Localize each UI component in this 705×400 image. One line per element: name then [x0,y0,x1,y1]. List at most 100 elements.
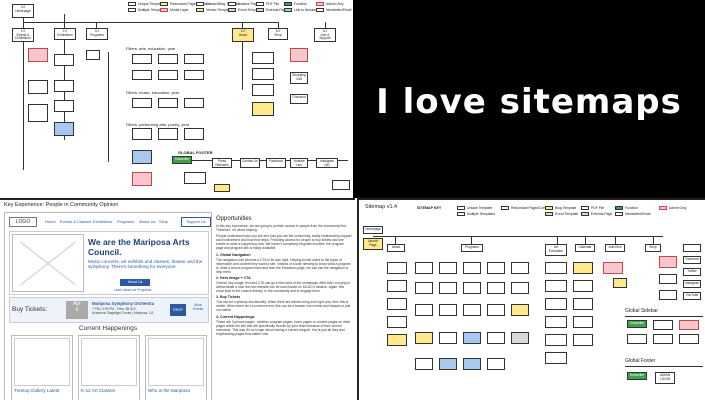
node-shop: 5.0 Shop [268,28,288,40]
node-homepage: 0.0 Homepage [12,4,34,18]
node-program [415,332,433,344]
node-cart [659,274,677,284]
global-footer-label: GLOBAL FOOTER [178,150,213,155]
hero-section: We are the Mariposa Arts Council. Music … [9,231,209,295]
nav-about[interactable]: About Us [139,219,156,224]
node-program [463,358,481,370]
node-pr-page [214,184,230,192]
node-3-2-1 [132,98,152,108]
legend-swatch [316,2,324,6]
nav-shop[interactable]: Shop [159,219,169,224]
node-about-blog [387,334,407,346]
section-body: This can be a primary functionality. Whe… [216,300,351,313]
node-launch-page: Launch Page [363,238,383,250]
about-link[interactable]: Learn about our Programs [114,288,152,292]
nav-home[interactable]: Home [45,219,56,224]
node-calendar: Calendar [575,244,595,252]
event-details: 7 PM | 3:30 PM - Price: $5-$10 Academic … [92,307,154,315]
nav-exhibitions[interactable]: Exhibitions [93,219,113,224]
card-image-placeholder [148,338,204,386]
node-sidebar-item [679,320,699,330]
nav-programs[interactable]: Programs [117,219,135,224]
legend-label: Vendor Template [206,8,232,12]
legend-swatch [228,2,236,6]
happening-card[interactable]: Who is the Mariposa [145,335,207,400]
legend-label: Inactive Pages [238,2,261,6]
section-body: Overall, any image, text and CTA can go … [216,280,351,294]
node-art-edu-child [545,316,567,328]
logo[interactable]: LOGO [9,217,37,227]
node-social-link: Instagram [683,280,701,288]
node-3-3 [132,172,152,186]
homepage-wireframe: LOGO Home Events & Classes Exhibitions P… [4,212,212,400]
node-instagram: Instagram (W) [316,158,338,168]
node-about-child [387,280,407,292]
legend-swatch [128,8,136,12]
legend-swatch [256,8,264,12]
hero-title: We are the Mariposa Arts Council. [88,237,190,257]
node-event [28,80,48,94]
node-about: About [387,244,405,252]
legend-swatch [196,8,204,12]
about-button[interactable]: About Us [120,279,150,286]
node-3-1-6 [184,70,204,80]
nav-events[interactable]: Events & Classes [60,219,92,224]
node-program [511,304,529,316]
card-title: K-12 Art Classes [81,388,116,393]
node-4-1 [252,52,274,64]
support-button[interactable]: Support Us [181,217,211,227]
node-2-1 [54,54,74,66]
node-program [463,304,481,316]
legend-swatch [128,2,136,6]
filters-label-2: Filters: music, education, year [126,90,180,95]
card-title: Treetop Gallery Latest [14,388,60,393]
legend-swatch [457,206,465,210]
legend-label: PDF File [266,2,280,6]
legend-label: External Page [266,8,288,12]
node-sidebar-item [679,334,699,344]
legend-swatch [256,2,264,6]
node-youtube: Youtube Link [290,158,308,168]
node-calendar-child [573,262,593,274]
section-heading: 1. Global Navigation [216,252,251,257]
node-programs: Programs [461,244,483,252]
node-home: Homepage [363,226,383,234]
node-about: 4.0 About [232,28,254,42]
node-art-edu-child [573,280,593,292]
legend-label: Newsletter/Email [625,212,651,216]
legend-swatch [581,212,589,216]
node-art-edu-child [545,352,567,364]
legend-label: Function [625,206,639,210]
card-image-placeholder [14,338,70,386]
event-title[interactable]: Mariposa Symphony Orchestra [92,301,154,306]
happening-card[interactable]: Treetop Gallery Latest [11,335,73,400]
sitemap-key-label: SITEMAP KEY [417,206,442,210]
section-heading: 3. Buy Tickets [216,295,241,300]
legend-label: Blog Template [555,206,577,210]
node-join-child [603,262,623,274]
node-checkout: Checkout [290,94,308,104]
sitemap-title: Sitemap v1.4 [365,204,398,210]
legend-swatch [196,2,204,6]
node-3-1-2 [158,54,178,64]
node-events-page [28,48,48,62]
card-image-placeholder [81,338,137,386]
node-3-2-2 [158,98,178,108]
global-sidebar-label: Global Sidebar [625,308,659,314]
rsvp-button[interactable]: RSVP [170,304,186,316]
more-events-link[interactable]: More Events [192,303,204,312]
node-product [290,48,308,62]
legend-swatch [457,212,465,216]
node-sidebar-item [627,334,647,344]
node-art-edu-child [545,262,567,274]
node-program [463,282,481,294]
node-3-3-1 [132,128,152,140]
node-footer-subscribe: Subscribe [627,372,647,380]
hero-description: Music concerts, art exhibits and classes… [88,259,203,270]
node-about-child [387,262,407,274]
node-submit-forms [54,122,74,136]
legend-label: Event Template [238,8,262,12]
wireframe-document: Key Experience: People in Community Opin… [0,198,355,400]
node-admin-login: ADMIN LOGIN [655,372,675,384]
happening-card[interactable]: K-12 Art Classes [78,335,140,400]
